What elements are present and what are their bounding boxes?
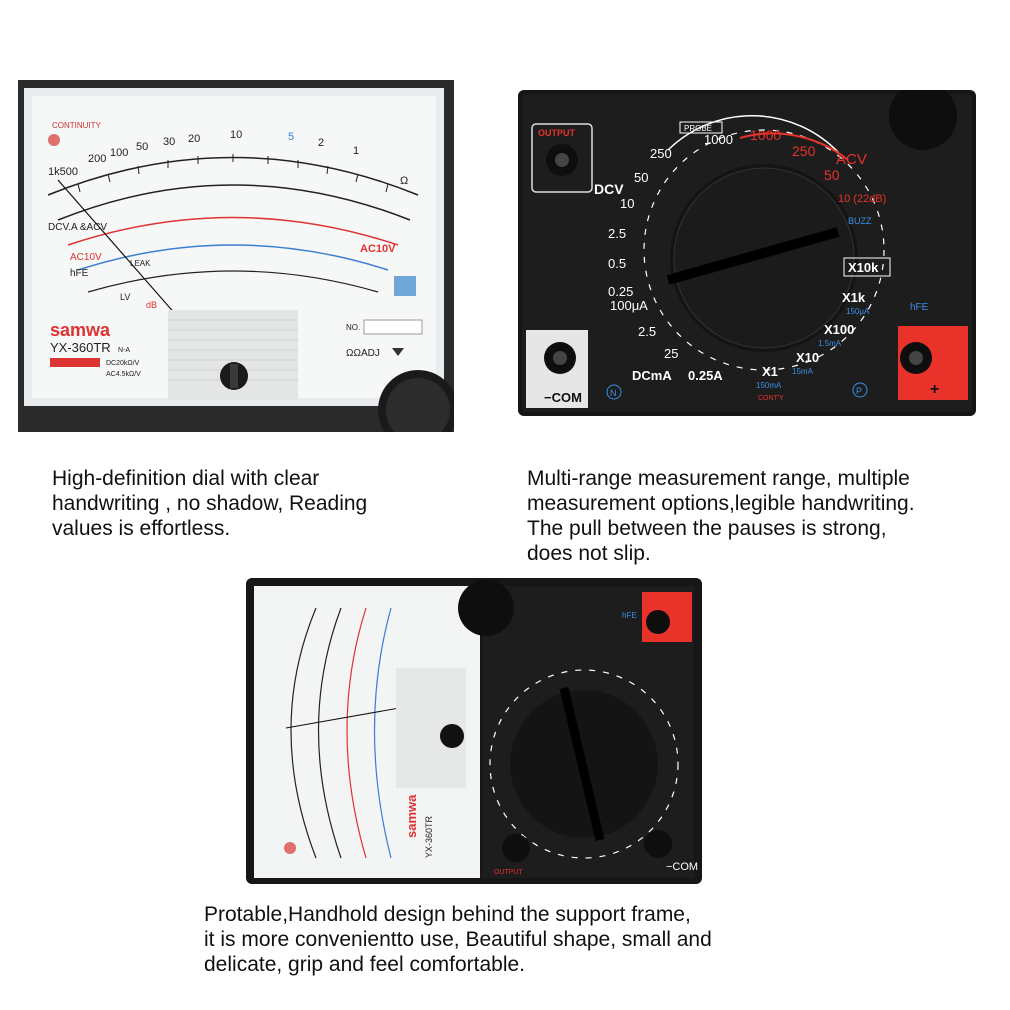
x1k-sub: 150μA [846,307,870,316]
x1-sub: 150mA [756,381,782,390]
amp-label: 0.25A [688,368,723,383]
scale-number: 200 [88,153,106,165]
caption-line: The pull between the pauses is strong, [527,517,887,540]
scale-number: 10 [230,129,242,141]
caption-line: Multi-range measurement range, multiple [527,467,910,490]
full-meter-illustration: samwa YX-360TR hFE −COM OUTPUT [246,578,702,884]
brand-logo: samwa [50,320,111,340]
db-label: dB [146,300,157,310]
caption-line: delicate, grip and feel comfortable. [204,953,526,976]
dcv-label: DCV [594,181,624,197]
x1k-label: X1k [842,290,866,305]
scale-number: Ω [400,175,408,187]
buzz-label: BUZZ [848,216,872,226]
scale-number: 100 [110,147,128,159]
scale-number: 5 [288,131,294,143]
caption-line: High-definition dial with clear [52,467,320,490]
caption-line: values is effortless. [52,517,231,540]
plus-label: + [930,381,939,398]
ohm-scale: 1k500 200 100 50 30 20 10 5 2 1 Ω [48,129,408,187]
dcv-range: 2.5 [638,324,656,339]
scale-number: 1k500 [48,166,78,178]
continuity-label: CONT'Y [758,395,784,402]
acv-range: 250 [792,143,816,159]
dcma-label: DCmA [632,368,672,383]
output-label: OUTPUT [494,869,524,876]
caption-range: Multi-range measurement range, multiple … [527,466,915,566]
caption-line: Protable,Handhold design behind the supp… [204,903,691,926]
acv-range: 50 [824,167,840,183]
caption-line: measurement options,legible handwriting. [527,492,915,515]
dcv-range: 10 [620,196,634,211]
x10k-label: X10k [848,260,879,275]
scale-number: 20 [188,133,200,145]
meter-face-illustration: CONTINUITY 1k500 200 100 50 30 20 10 5 2… [18,80,454,432]
p-label: P [856,386,862,396]
dcv-range: 0.5 [608,256,626,271]
dcv-range: 2.5 [608,226,626,241]
caption-line: it is more convenientto use, Beautiful s… [204,928,712,951]
model-label: YX-360TR [50,340,111,355]
serial-no-label: NO. [346,323,360,332]
meter-face-photo: CONTINUITY 1k500 200 100 50 30 20 10 5 2… [18,80,454,432]
dcv-label: DCV.A &ACV [48,222,107,233]
model-suffix: N-A [118,347,130,354]
x100-sub: 1.5mA [818,339,842,348]
n-label: N [610,388,617,398]
x10-label: X10 [796,350,819,365]
hfe-label: hFE [70,268,89,279]
ac10v-label-left: AC10V [70,252,102,263]
switch-panel-photo: OUTPUT DCV 1000 250 50 10 2.5 0.5 0.25 1… [518,90,976,416]
full-meter-photo: samwa YX-360TR hFE −COM OUTPUT [246,578,702,884]
scale-number: 30 [163,136,175,148]
dcv-range: 100μA [610,298,648,313]
switch-panel-illustration: OUTPUT DCV 1000 250 50 10 2.5 0.5 0.25 1… [518,90,976,416]
spec-ac: AC4.5kΩ/V [106,371,141,378]
dcv-range: 50 [634,170,648,185]
continuity-label: CONTINUITY [52,121,102,130]
ac10v-label: AC10V [360,243,396,255]
acv-label: ACV [836,151,867,168]
lv-label: LV [120,292,130,302]
leak-label: LEAK [130,259,151,268]
model-label: YX-360TR [424,815,434,858]
dcv-range: 0.25 [608,284,633,299]
acv-range: 1000 [750,127,781,143]
hfe-label: hFE [622,611,637,620]
x100-label: X100 [824,322,854,337]
caption-line: does not slip. [527,542,651,565]
ohm-adj-label: ΩΩADJ [346,348,380,359]
caption-dial: High-definition dial with clear handwrit… [52,466,367,541]
dcv-range: 1000 [704,132,733,147]
scale-number: 1 [353,145,359,157]
dcv-range: 25 [664,346,678,361]
output-label: OUTPUT [538,128,576,138]
probe-label: PROBE [684,124,712,133]
dcv-range: 250 [650,146,672,161]
caption-design: Protable,Handhold design behind the supp… [204,902,712,977]
scale-number: 50 [136,141,148,153]
spec-dc: DC20kΩ/V [106,360,140,367]
com-label: −COM [666,861,698,873]
brand-logo: samwa [404,794,419,838]
caption-line: handwriting , no shadow, Reading [52,492,368,515]
com-label: −COM [544,390,582,405]
acv-range: 10 (22dB) [838,193,886,205]
x10-sub: 15mA [792,367,814,376]
x1-label: X1 [762,364,778,379]
hfe-label: hFE [910,302,929,313]
scale-number: 2 [318,137,324,149]
